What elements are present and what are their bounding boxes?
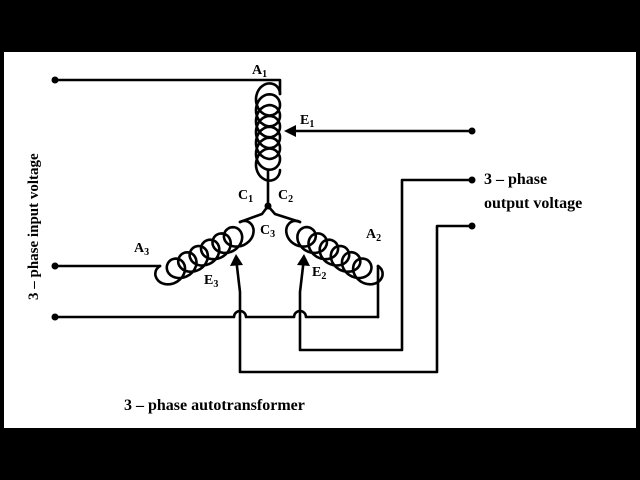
label-a3: A3 [134, 241, 149, 258]
winding-coil-2 [284, 219, 384, 286]
tap-arrow-e2 [297, 254, 310, 266]
label-e2: E2 [312, 265, 326, 282]
output-voltage-label-line2: output voltage [484, 195, 582, 212]
label-c3: C3 [260, 223, 275, 240]
terminal-input-2 [51, 262, 59, 270]
input-voltage-label: 3 – phase input voltage [26, 153, 42, 300]
label-a1: A1 [252, 63, 267, 80]
tap-line-e2 [298, 178, 474, 352]
label-c1: C1 [238, 188, 253, 205]
terminal-input-3 [51, 313, 59, 321]
neutral-node-dot [264, 202, 272, 210]
label-e1: E1 [300, 113, 314, 130]
winding-coil-3 [154, 219, 255, 286]
input-line-a2 [53, 309, 380, 319]
output-voltage-label-line1: 3 – phase [484, 171, 547, 188]
diagram-canvas [4, 52, 636, 428]
label-e3: E3 [204, 273, 218, 290]
diagram-caption: 3 – phase autotransformer [124, 397, 305, 414]
terminal-output-3 [468, 222, 476, 230]
winding-2-lead [266, 204, 302, 224]
label-c2: C2 [278, 188, 293, 205]
tap-arrow-e3 [230, 254, 243, 266]
tap-line-e3 [234, 224, 474, 374]
winding-coil-1 [254, 82, 282, 182]
terminal-output-2 [468, 176, 476, 184]
terminal-input-1 [51, 76, 59, 84]
tap-arrow-e1 [284, 125, 296, 137]
terminal-output-1 [468, 127, 476, 135]
label-a2: A2 [366, 227, 381, 244]
